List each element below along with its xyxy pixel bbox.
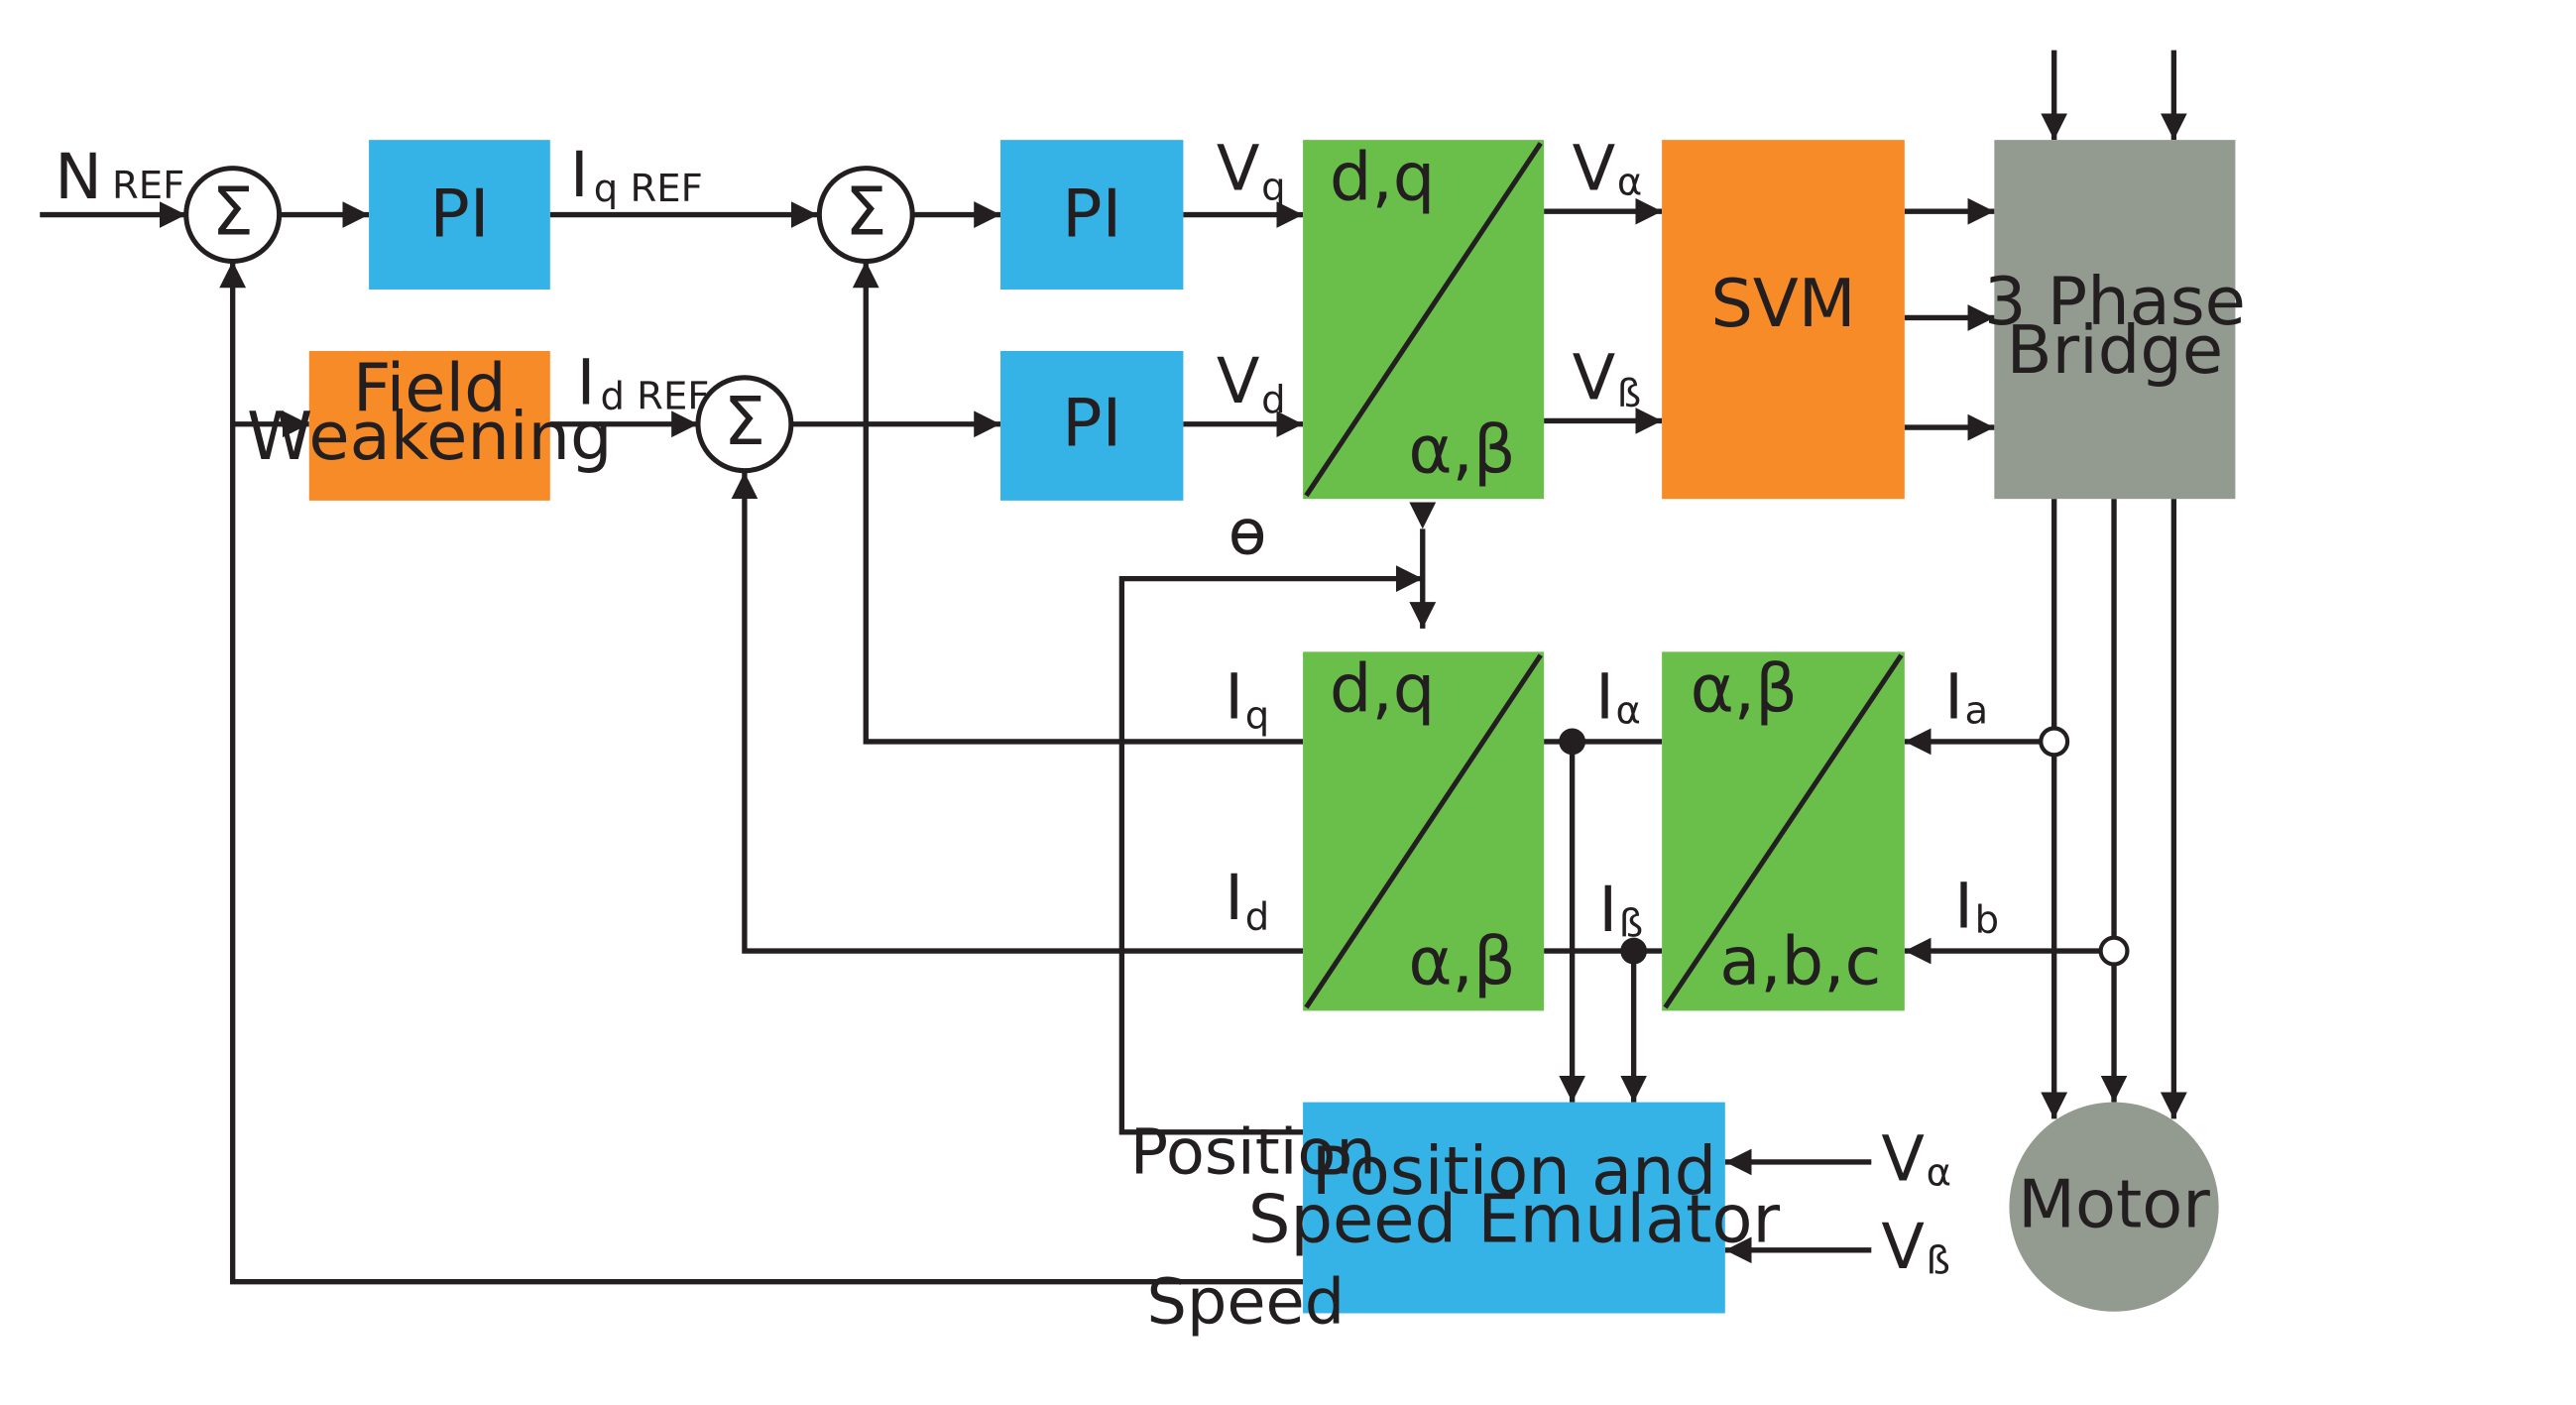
pi-q-block: [1000, 140, 1184, 290]
wire-id-feedback: [731, 472, 1304, 954]
sum-speed-symbol: Σ: [211, 174, 253, 251]
junctions: [1559, 726, 2130, 967]
label-v-alpha-out: Vα: [1573, 132, 1643, 205]
junction-ialpha: [1559, 728, 1586, 756]
label-ia: Ia: [1944, 660, 1988, 734]
pi-speed-label: PI: [429, 175, 489, 252]
three-phase-bridge-block: [1994, 140, 2236, 500]
blocks: PI Field Weakening PI PI d,q α,β SVM 3 P…: [247, 138, 2246, 1314]
svm-block: [1662, 140, 1905, 500]
label-theta: ɵ: [1229, 496, 1267, 569]
pi-speed-block: [369, 140, 550, 290]
clarke-bottom-label: a,b,c: [1719, 923, 1881, 1000]
emulator-label-2: Speed Emulator: [1248, 1180, 1781, 1257]
label-v-beta-out: Vß: [1573, 342, 1642, 416]
park-diagonal: [1304, 653, 1543, 1009]
wire-position-theta: [1118, 565, 1423, 1135]
label-position: Position: [1130, 1116, 1376, 1190]
emulator-label-1: Position and: [1312, 1132, 1716, 1210]
label-i-alpha: Iα: [1595, 660, 1641, 734]
label-ib: Ib: [1954, 871, 1999, 944]
label-vd: Vd: [1217, 345, 1286, 422]
sum-speed: [183, 166, 283, 265]
label-id: Id: [1225, 862, 1269, 939]
inverse-park-top-label: d,q: [1330, 138, 1435, 215]
label-i-beta: Iß: [1598, 874, 1643, 947]
summing-junctions: Σ Σ Σ: [183, 166, 915, 474]
motor-label: Motor: [2018, 1165, 2210, 1242]
junction-ibeta: [1620, 937, 1648, 965]
field-weakening-label-1: Field: [353, 349, 507, 426]
wire-iq-feedback: [852, 261, 1304, 745]
label-vq: Vq: [1217, 132, 1286, 209]
pi-q-label: PI: [1062, 175, 1121, 252]
emulator-block: [1303, 1102, 1725, 1314]
park-top-label: d,q: [1330, 650, 1435, 728]
label-v-alpha-in: Vα: [1881, 1122, 1951, 1196]
sum-q-symbol: Σ: [845, 174, 886, 251]
park-bottom-label: α,β: [1408, 923, 1515, 1000]
field-weakening-label-2: Weakening: [247, 398, 612, 475]
label-speed: Speed: [1147, 1266, 1346, 1340]
inverse-park-diagonal: [1304, 142, 1543, 498]
clarke-top-label: α,β: [1691, 650, 1798, 728]
wire-speed-feedback: [219, 261, 1304, 1285]
bridge-label-1: 3 Phase: [1984, 263, 2246, 340]
sum-d: [695, 375, 794, 474]
field-weakening-block: [308, 350, 550, 501]
pi-d-label: PI: [1062, 385, 1121, 462]
svm-label: SVM: [1710, 265, 1855, 342]
motor: [2009, 1102, 2219, 1312]
label-v-beta-in: Vß: [1881, 1211, 1950, 1284]
inverse-park-bottom-label: α,β: [1408, 410, 1515, 488]
signal-wires: [40, 50, 2187, 1285]
pi-d-block: [1000, 350, 1184, 501]
sum-q: [816, 166, 915, 265]
bridge-label-2: Bridge: [2007, 311, 2224, 389]
clarke-diagonal: [1663, 653, 1904, 1009]
sensor-ib: [2098, 935, 2130, 967]
sum-d-symbol: Σ: [724, 383, 765, 460]
label-iq: Iq: [1225, 660, 1269, 738]
sensor-ia: [2039, 726, 2070, 758]
